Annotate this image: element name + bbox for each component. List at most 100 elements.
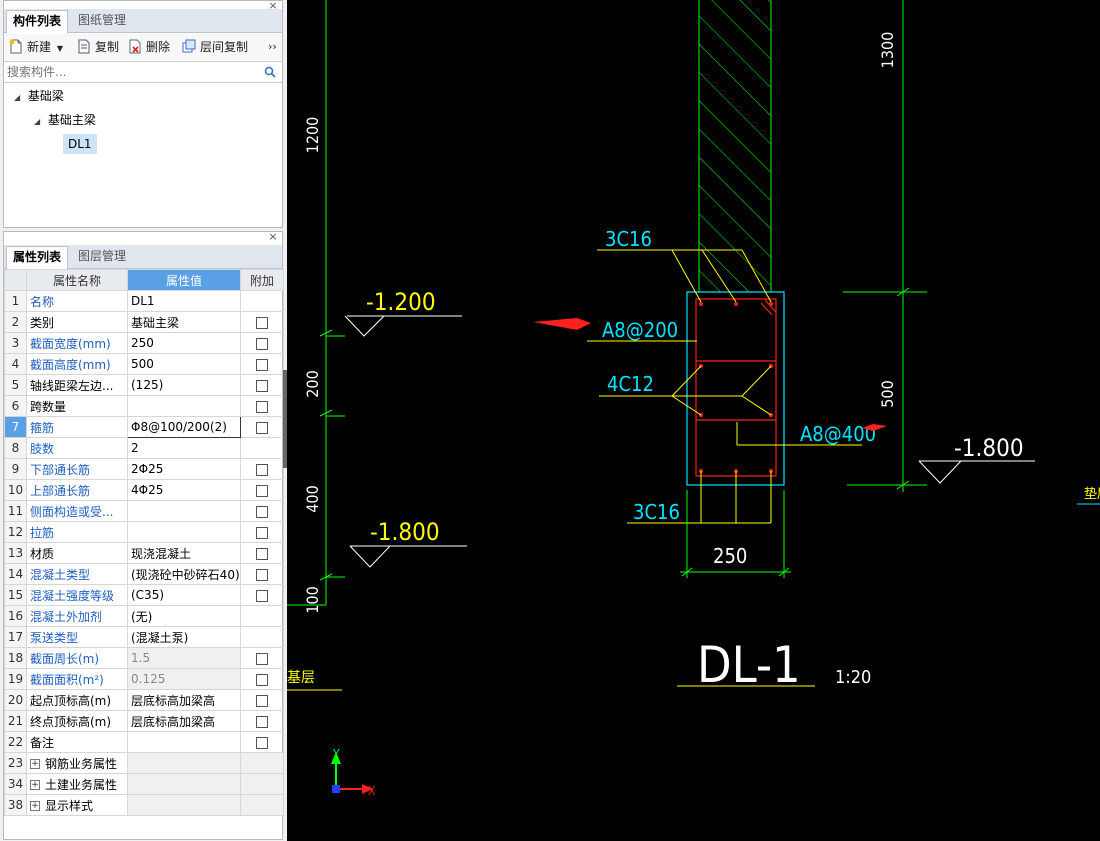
extra-checkbox[interactable] (256, 715, 268, 728)
tab-property-list[interactable]: 属性列表 (6, 246, 69, 270)
expand-plus-icon[interactable]: + (30, 759, 40, 769)
extra-checkbox[interactable] (256, 547, 268, 560)
property-value[interactable]: (125) (127, 374, 241, 396)
row-index: 22 (4, 731, 27, 753)
property-value[interactable]: (无) (127, 605, 241, 627)
property-value[interactable]: 500 (127, 353, 241, 375)
dimension-250 (680, 490, 791, 578)
property-value[interactable]: 2Φ25 (127, 458, 241, 480)
ucs-axis-icon (331, 752, 373, 794)
table-row[interactable]: 34+土建业务属性 (4, 773, 284, 795)
search-icon[interactable] (264, 66, 276, 78)
expand-triangle-icon[interactable]: ◢ (14, 93, 21, 102)
extra-checkbox[interactable] (256, 316, 268, 329)
tab-layer-management[interactable]: 图层管理 (78, 249, 127, 263)
expand-plus-icon[interactable]: + (30, 780, 40, 790)
delete-button[interactable]: 删除 (128, 38, 170, 56)
property-value[interactable]: (现浇砼中砂碎石40) (127, 563, 241, 585)
tab-component-list[interactable]: 构件列表 (6, 10, 69, 34)
close-icon[interactable]: × (268, 230, 278, 243)
expand-plus-icon[interactable]: + (30, 801, 40, 811)
copy-button[interactable]: 复制 (77, 38, 119, 56)
property-value[interactable] (127, 521, 241, 543)
label-tie-text: A8@400 (800, 422, 876, 446)
table-row[interactable]: 23+钢筋业务属性 (4, 752, 284, 774)
property-value[interactable]: 2 (127, 437, 241, 459)
property-value[interactable]: 现浇混凝土 (127, 542, 241, 564)
property-value[interactable]: DL1 (127, 290, 241, 312)
property-value[interactable] (127, 731, 241, 753)
toolbar-more-button[interactable]: ›› (268, 40, 277, 53)
cad-drawing-canvas[interactable]: 1200 200 400 100 -1.200 -1.800 基层 (287, 0, 1100, 841)
property-value[interactable]: 1.5 (127, 647, 241, 669)
table-row[interactable]: 38+显示样式 (4, 794, 284, 816)
extra-checkbox[interactable] (256, 400, 268, 413)
red-arrow-right (862, 424, 887, 431)
tree-node-foundation-beam[interactable]: ◢ 基础梁 (14, 86, 64, 106)
extra-checkbox[interactable] (256, 694, 268, 707)
floor-copy-button[interactable]: 层间复制 (182, 38, 248, 56)
delete-icon (129, 39, 141, 54)
extra-checkbox[interactable] (256, 589, 268, 602)
extra-checkbox[interactable] (256, 526, 268, 539)
row-index: 18 (4, 647, 27, 669)
new-button[interactable]: 新建 ▼ (9, 38, 63, 56)
header-property-value: 属性值 (127, 269, 241, 291)
property-value[interactable]: 基础主梁 (127, 311, 241, 333)
property-value[interactable]: 层底标高加梁高 (127, 710, 241, 732)
property-value[interactable]: 4Φ25 (127, 479, 241, 501)
extra-checkbox[interactable] (256, 421, 268, 434)
extra-checkbox[interactable] (256, 484, 268, 497)
tree-node-dl1[interactable]: DL1 (63, 134, 97, 154)
property-value[interactable]: Φ8@100/200(2) (127, 416, 241, 438)
extra-checkbox[interactable] (256, 568, 268, 581)
panel-splitter-handle[interactable] (283, 370, 287, 468)
extra-checkbox[interactable] (256, 673, 268, 686)
extra-checkbox[interactable] (256, 379, 268, 392)
property-value[interactable]: (混凝土泵) (127, 626, 241, 648)
property-value[interactable]: 层底标高加梁高 (127, 689, 241, 711)
property-value[interactable] (127, 395, 241, 417)
tree-node-foundation-main-beam[interactable]: ◢ 基础主梁 (34, 110, 96, 130)
property-name: 肢数 (26, 437, 128, 459)
property-value[interactable] (127, 500, 241, 522)
property-value[interactable]: 250 (127, 332, 241, 354)
extra-checkbox[interactable] (256, 736, 268, 749)
extra-checkbox[interactable] (256, 505, 268, 518)
expand-triangle-icon[interactable]: ◢ (34, 117, 41, 126)
tab-drawing-management[interactable]: 图纸管理 (78, 13, 127, 27)
property-value[interactable]: 0.125 (127, 668, 241, 690)
search-input[interactable] (4, 62, 254, 82)
extra-checkbox[interactable] (256, 463, 268, 476)
extra-checkbox[interactable] (256, 337, 268, 350)
close-icon[interactable]: × (268, 0, 278, 12)
extra-checkbox[interactable] (256, 652, 268, 665)
row-index: 13 (4, 542, 27, 564)
row-index: 17 (4, 626, 27, 648)
property-value[interactable]: (C35) (127, 584, 241, 606)
extra-checkbox[interactable] (256, 358, 268, 371)
